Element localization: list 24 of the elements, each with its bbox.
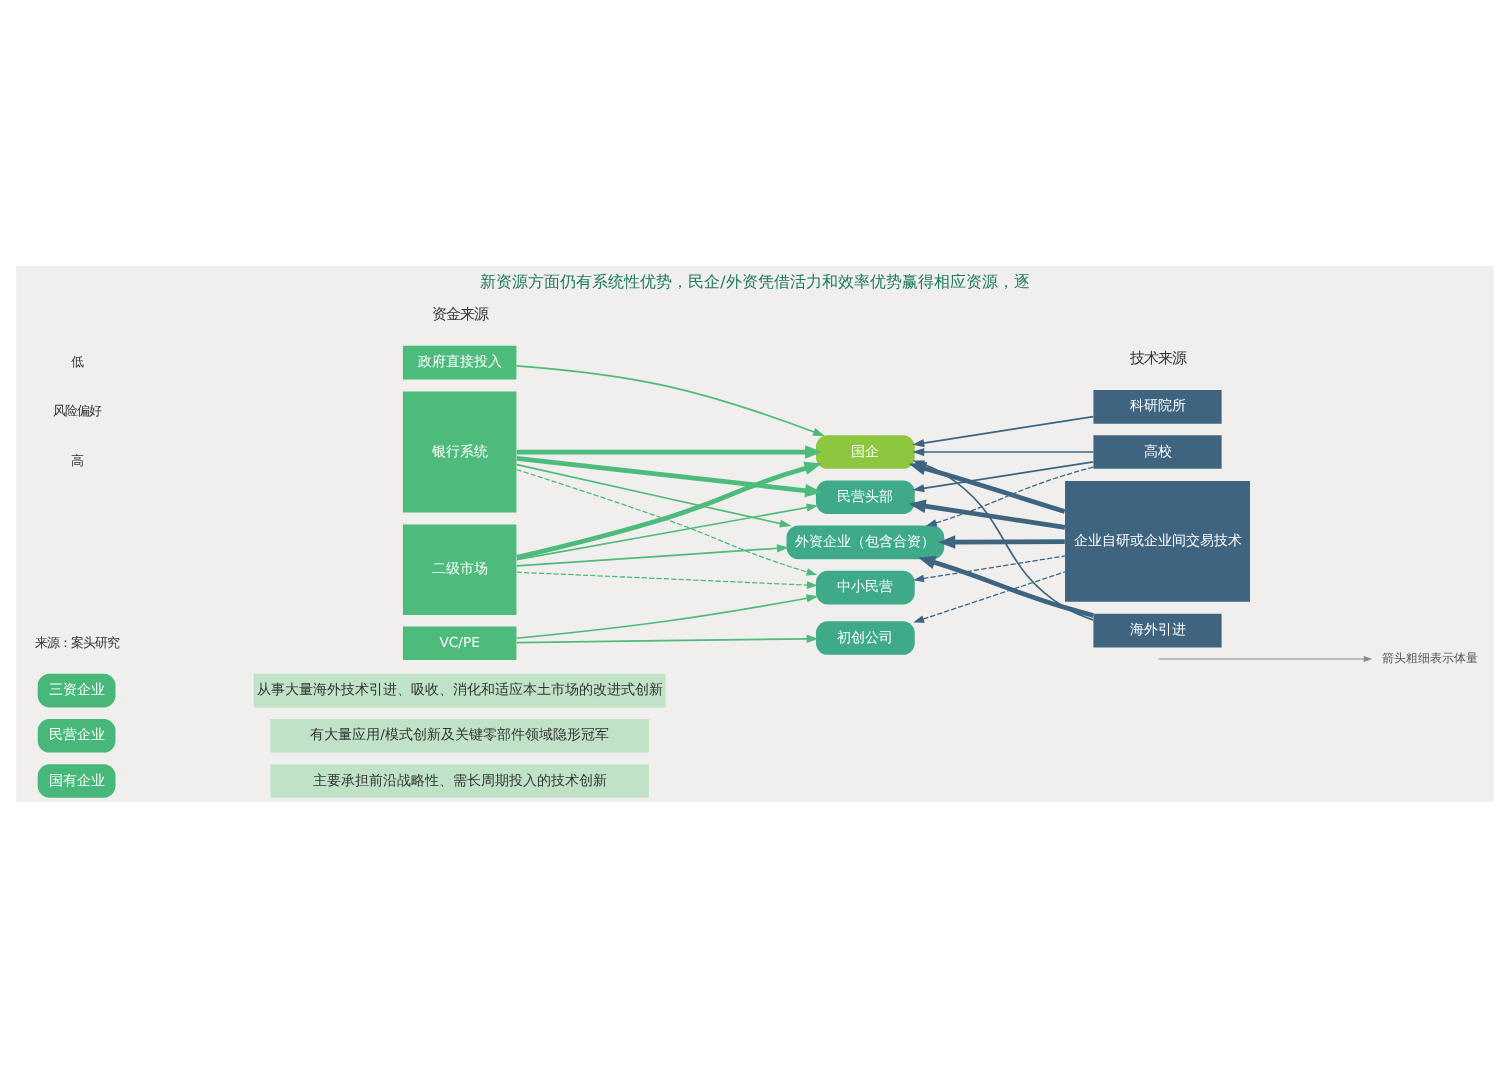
arrow [515, 594, 819, 640]
arrow [516, 544, 789, 567]
arrow [515, 364, 825, 437]
arrow [938, 535, 1065, 549]
arrow [516, 571, 818, 589]
arrow [925, 466, 1094, 527]
arrow [516, 455, 823, 498]
arrow [912, 460, 1094, 621]
arrow [913, 571, 1066, 623]
label: 技术来源 [1129, 349, 1186, 368]
arrow [516, 634, 819, 644]
arrow [912, 461, 1095, 493]
label: 资金来源 [431, 305, 488, 324]
arrow [918, 555, 1094, 618]
arrow [516, 461, 822, 560]
arrow [913, 555, 1066, 583]
arrow [912, 447, 1095, 457]
arrow [908, 462, 1066, 514]
arrow [516, 468, 818, 576]
arrow [516, 503, 819, 561]
arrow [516, 463, 792, 528]
arrow [908, 499, 1066, 530]
arrow [912, 415, 1095, 448]
arrow [516, 445, 823, 459]
